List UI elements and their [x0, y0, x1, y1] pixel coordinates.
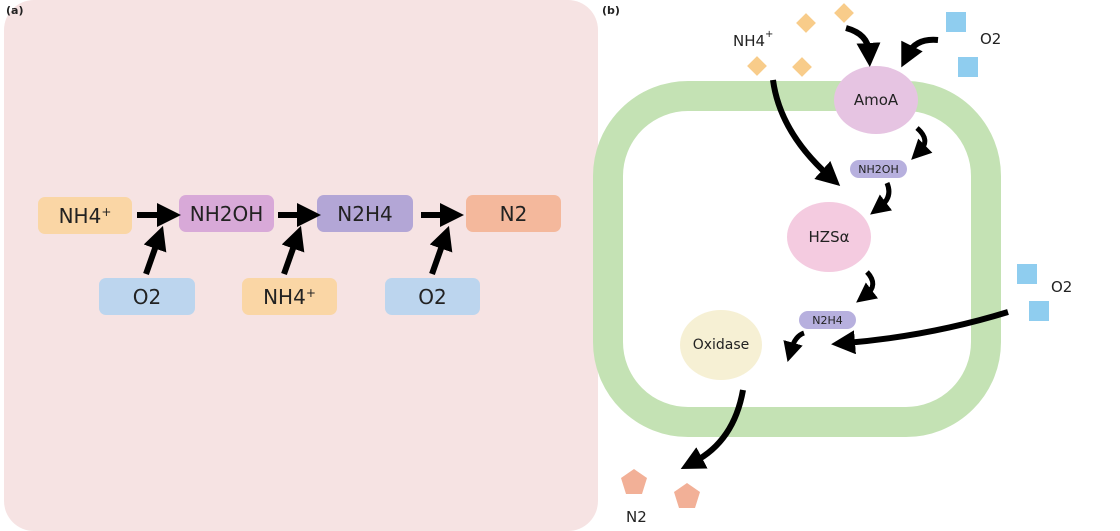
n2-pentagon-1 — [621, 469, 647, 494]
n2h4-text: N2H4 — [337, 201, 393, 226]
arrow-oxidase-to-n2 — [680, 389, 746, 469]
o2-square-3 — [1017, 264, 1037, 284]
n2h4-pill-label: N2H4 — [812, 313, 843, 327]
o2-square-2 — [958, 57, 978, 77]
nh4-charge-second: + — [305, 285, 316, 300]
arrow-hzsa-to-n2h4 — [856, 270, 879, 303]
panel-b-label: (b) — [602, 4, 620, 17]
nh4-box: NH4+ — [38, 197, 132, 234]
n2h4-pill — [799, 311, 856, 329]
nh2oh-text: NH2OH — [189, 201, 264, 226]
o2-box-first: O2 — [99, 278, 195, 315]
n2-label: N2 — [626, 508, 647, 526]
o2-text-first: O2 — [132, 284, 162, 309]
nh4-diamond-1 — [796, 13, 816, 33]
o2-square-4 — [1029, 301, 1049, 321]
n2-box: N2 — [466, 195, 561, 232]
arrow-diamonds-to-amoa — [845, 25, 881, 67]
nh4-label: NH4+ — [733, 29, 774, 50]
nh4-diamond-2 — [834, 3, 854, 23]
arrow-nh4-up — [281, 225, 305, 275]
nh4-text: NH4 — [58, 203, 102, 228]
nh4-box-second: NH4+ — [242, 278, 337, 315]
arrow-o2-to-oxidase — [831, 309, 1009, 355]
nh2oh-pill-label: NH2OH — [858, 162, 899, 176]
amoa-label: AmoA — [853, 91, 899, 109]
o2-text-second: O2 — [418, 284, 447, 309]
nh4-label-text: NH4 — [733, 32, 766, 50]
cell-wall — [593, 81, 1001, 437]
arrow-amoa-to-nh2oh — [911, 126, 933, 160]
oxidase-label: Oxidase — [692, 337, 750, 353]
arrow-nh2oh-to-hzsa — [870, 182, 893, 215]
hzsa-ellipse — [787, 202, 871, 272]
panel-a-background — [4, 0, 598, 531]
o2-box-second: O2 — [385, 278, 480, 315]
arrow-o2-up-first — [143, 225, 167, 275]
o2-top-label: O2 — [980, 30, 1002, 48]
nh2oh-pill — [850, 160, 907, 178]
n2-text: N2 — [499, 201, 528, 226]
nh4-charge: + — [101, 204, 112, 219]
nh4-label-charge: + — [765, 29, 774, 40]
nh4-diamond-3 — [747, 56, 767, 76]
oxidase-ellipse — [680, 310, 762, 380]
arrow-o2-to-amoa — [901, 36, 939, 68]
hzsa-label: HZSα — [808, 228, 850, 246]
nh4-text-second: NH4 — [263, 284, 306, 309]
n2h4-box: N2H4 — [317, 195, 413, 232]
arrow-n2h4-to-oxidase — [783, 330, 805, 363]
n2-pentagon-2 — [674, 483, 700, 508]
o2-square-1 — [946, 12, 966, 32]
amoa-ellipse — [834, 66, 918, 134]
nh4-diamond-4 — [792, 57, 812, 77]
panel-a-label: (a) — [6, 4, 24, 17]
arrow-o2-up-second — [429, 225, 453, 275]
o2-right-label: O2 — [1051, 278, 1073, 296]
nh2oh-box: NH2OH — [179, 195, 274, 232]
arrow-nh4-to-hzsa — [770, 79, 841, 187]
